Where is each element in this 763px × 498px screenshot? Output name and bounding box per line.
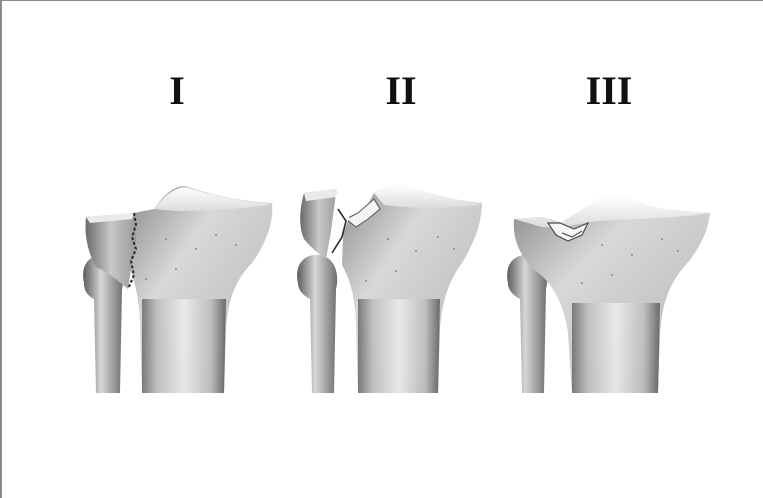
bone-illustration-iii (502, 179, 722, 399)
bone-illustration-ii (292, 179, 512, 399)
panel-label-iii: III (549, 67, 669, 115)
bone-illustration-i (76, 179, 296, 399)
panel-label-i: I (117, 67, 237, 115)
panel-label-ii: II (341, 67, 461, 115)
